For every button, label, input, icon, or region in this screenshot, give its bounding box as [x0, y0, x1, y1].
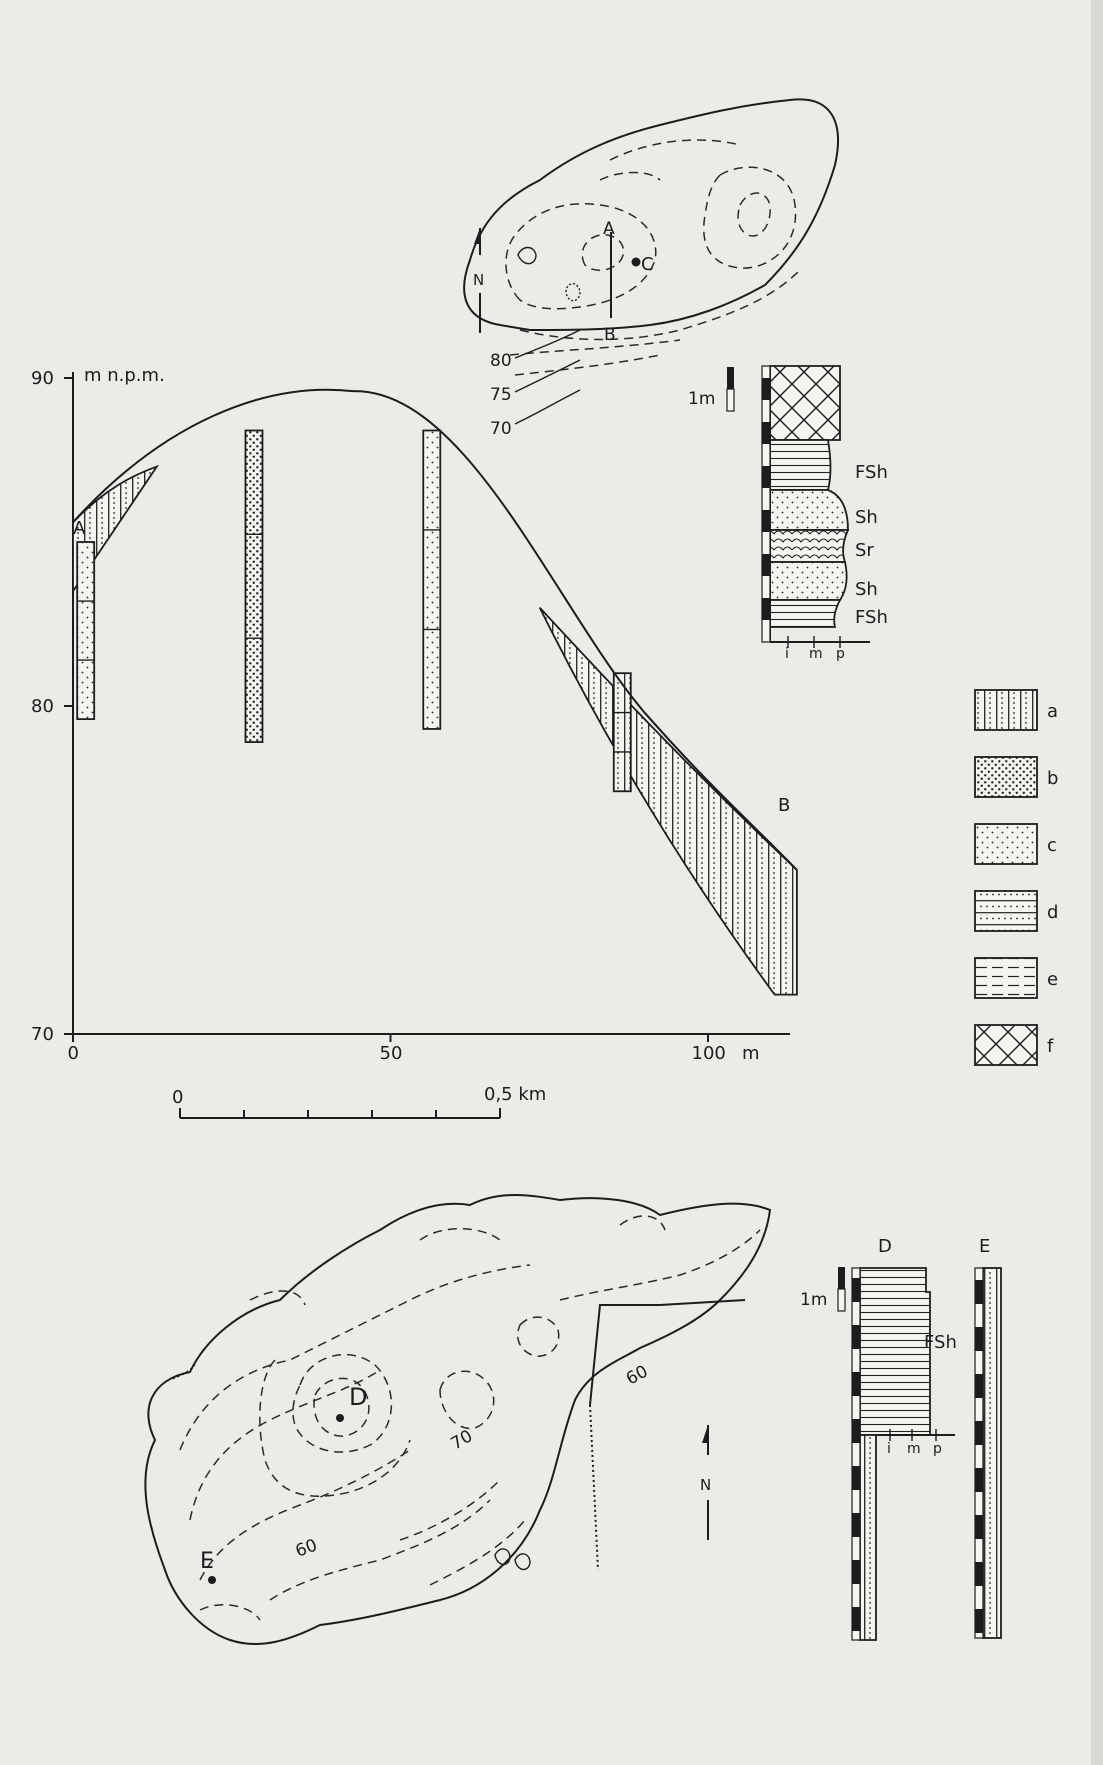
column-c-scale-label: 1m — [688, 389, 715, 409]
legend-label-c: c — [1047, 835, 1057, 856]
column-c-facies-3: Sr — [855, 540, 874, 561]
y-tick-label-90: 90 — [31, 368, 54, 389]
north-arrow-bottom-icon — [702, 1425, 709, 1540]
x-ticks: 0 50 100 — [68, 1034, 726, 1064]
cross-section-profile: m n.p.m. 90 80 70 0 50 100 m A B — [31, 365, 798, 1064]
contour-label-80: 80 — [490, 351, 512, 371]
legend: a b c d e f — [974, 689, 1058, 1066]
column-d-scale-label: 1m — [800, 1290, 827, 1310]
column-c-grain-i: i — [785, 646, 789, 662]
legend-label-a: a — [1047, 701, 1058, 722]
legend-label-b: b — [1047, 768, 1058, 789]
profile-label-b: B — [778, 795, 790, 816]
legend-label-f: f — [1047, 1036, 1054, 1057]
y-tick-label-80: 80 — [31, 696, 54, 717]
column-c-facies-1: FSh — [855, 462, 888, 483]
legend-swatch-e — [974, 957, 1038, 999]
x-tick-label-50: 50 — [380, 1043, 403, 1064]
legend-swatch-a — [974, 689, 1038, 731]
point-c-marker — [631, 257, 641, 267]
contour-label-bottom-60b: 60 — [293, 1536, 320, 1562]
north-label-bottom: N — [700, 1476, 711, 1494]
column-c-bar — [761, 365, 771, 643]
point-e-marker — [208, 1576, 216, 1584]
top-contour-map: C A B N 80 75 70 — [463, 98, 839, 439]
north-arrow-top-icon — [474, 228, 481, 333]
map-top-label-b: B — [604, 325, 616, 345]
strat-column-c: C 1m FSh Sh Sr Sh FSh i m — [688, 365, 888, 662]
point-d-label: D — [349, 1383, 367, 1411]
column-c-scale — [726, 367, 735, 412]
column-c-facies-2: Sh — [855, 507, 878, 528]
ground-surface-line — [72, 388, 798, 871]
column-d-title: D — [878, 1236, 892, 1257]
legend-swatch-c — [974, 823, 1038, 865]
column-c-grain-m: m — [809, 646, 823, 662]
x-axis-unit: m — [742, 1043, 760, 1064]
contour-label-bottom-60a: 60 — [623, 1362, 651, 1390]
column-c-grain-p: p — [836, 646, 845, 662]
column-d-grain-m: m — [907, 1441, 921, 1457]
legend-label-d: d — [1047, 902, 1058, 923]
column-c-facies-4: Sh — [855, 579, 878, 600]
column-e-title: E — [979, 1236, 990, 1257]
page-edge — [1091, 0, 1103, 1765]
legend-swatch-f — [974, 1024, 1038, 1066]
column-c-facies-5: FSh — [855, 607, 888, 628]
column-d-grain-p: p — [933, 1441, 942, 1457]
column-d-grain-i: i — [887, 1441, 891, 1457]
contour-label-bottom-70: 70 — [448, 1426, 477, 1454]
bottom-contour-map: D E 60 70 60 N — [144, 1194, 772, 1646]
column-d-bar — [851, 1267, 861, 1641]
map-top-label-a: A — [603, 219, 615, 239]
point-e-label: E — [200, 1549, 214, 1574]
borehole-3 — [422, 429, 442, 730]
x-tick-label-100: 100 — [692, 1043, 726, 1064]
strat-column-e: E — [974, 1236, 1002, 1639]
profile-label-a: A — [73, 518, 86, 539]
contour-leaders — [514, 329, 581, 425]
x-tick-label-0: 0 — [68, 1043, 79, 1064]
column-e-bar — [974, 1267, 984, 1639]
y-axis-title: m n.p.m. — [84, 365, 165, 386]
scale-bar-end-label: 0,5 km — [484, 1084, 546, 1105]
column-d-facies: FSh — [924, 1332, 957, 1353]
point-d-marker — [336, 1414, 344, 1422]
borehole-4 — [612, 672, 632, 793]
borehole-2 — [244, 429, 264, 743]
borehole-1 — [76, 541, 96, 721]
column-d-scale — [837, 1267, 846, 1312]
legend-swatch-d — [974, 890, 1038, 932]
deposit-wedge-right — [538, 606, 798, 996]
scale-bar: 0 0,5 km — [172, 1084, 546, 1119]
y-tick-label-70: 70 — [31, 1024, 54, 1045]
contour-label-75: 75 — [490, 385, 512, 405]
contour-label-70: 70 — [490, 419, 512, 439]
legend-label-e: e — [1047, 969, 1058, 990]
boreholes — [76, 429, 632, 793]
strat-column-d: D 1m FSh i m p — [800, 1236, 957, 1641]
scale-bar-start-label: 0 — [172, 1087, 183, 1108]
legend-swatch-b — [974, 756, 1038, 798]
north-label-top: N — [473, 271, 484, 289]
point-c-label: C — [641, 254, 654, 275]
y-ticks: 90 80 70 — [31, 368, 73, 1045]
